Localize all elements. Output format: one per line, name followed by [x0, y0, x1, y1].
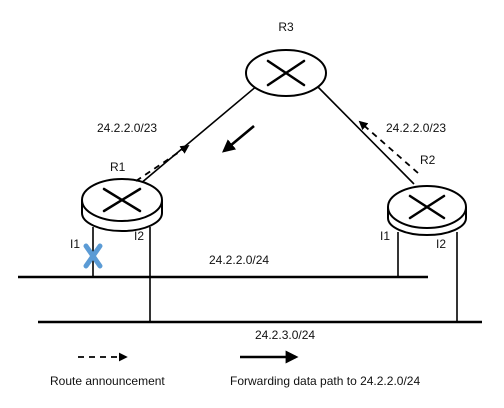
- router-r1: [81, 178, 163, 232]
- r2-announcement-prefix: 24.2.2.0/23: [386, 121, 446, 135]
- router-r1-label: R1: [110, 160, 126, 174]
- legend-forwarding-path-label: Forwarding data path to 24.2.2.0/24: [230, 374, 420, 388]
- r2-i2-label: I2: [436, 237, 446, 251]
- router-r2-label: R2: [420, 153, 436, 167]
- r1-i1-label: I1: [70, 237, 80, 251]
- legend-route-announcement-label: Route announcement: [50, 374, 165, 388]
- r1-announcement-prefix: 24.2.2.0/23: [97, 121, 157, 135]
- legend: Route announcement Forwarding data path …: [50, 350, 420, 388]
- router-r3-label: R3: [278, 20, 294, 34]
- forwarding-path-arrow: [222, 125, 255, 153]
- router-r2: [387, 185, 467, 236]
- upper-lan-prefix: 24.2.2.0/24: [209, 253, 269, 267]
- link-r2-r3: [315, 84, 415, 185]
- r2-i1-label: I1: [380, 229, 390, 243]
- router-r3: [245, 49, 327, 97]
- link-r1-r3: [139, 84, 259, 185]
- link-failure-x-icon: [83, 243, 103, 269]
- lower-lan-prefix: 24.2.3.0/24: [255, 328, 315, 342]
- r2-announcement-arrow: [358, 120, 419, 174]
- r1-i2-label: I2: [134, 229, 144, 243]
